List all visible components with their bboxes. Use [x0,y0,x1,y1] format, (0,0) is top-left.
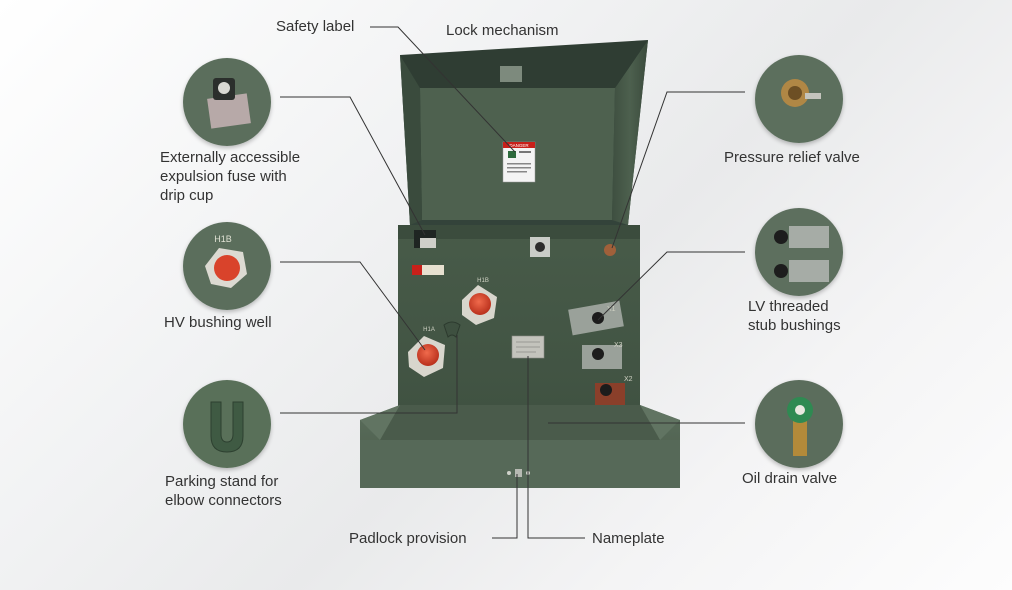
label-expulsion-fuse: Externally accessible expulsion fuse wit… [160,149,301,204]
label-lock-mechanism: Lock mechanism [446,22,559,39]
label-safety-label: Safety label [276,18,355,35]
label-hv-bushing-well: HV bushing well [164,314,272,331]
parking-stand-detail [183,380,271,468]
label-nameplate: Nameplate [592,530,665,547]
label-lv-bushings: LV threaded stub bushings [748,298,841,334]
open-lid [400,40,648,225]
leader-safety-label [370,26,516,153]
padlock-hasp [515,469,522,477]
svg-text:H1B: H1B [214,234,232,244]
svg-text:X2: X2 [624,376,633,383]
expulsion-fuse-detail [183,58,271,146]
hv-bushing-h1a: H1A [408,327,445,377]
svg-text:X3: X3 [614,342,623,349]
lock-hasp [500,66,522,82]
cabinet-panel [398,225,640,435]
leader-parking-stand [280,335,458,414]
svg-text:DANGER: DANGER [509,143,529,148]
nameplate-plate [511,335,545,359]
lv-bushings-detail [755,208,843,296]
leader-fuse [280,96,426,236]
svg-text:H1A: H1A [423,327,435,333]
fuse-holder [414,230,436,248]
cabinet-base [360,405,680,488]
svg-text:X1: X1 [607,306,616,313]
svg-text:H1B: H1B [477,278,489,284]
pressure-relief-fitting [604,244,616,256]
leader-padlock [492,474,518,539]
label-parking-stand: Parking stand for elbow connectors [165,473,282,509]
hv-bushing-detail: H1B [183,222,271,310]
small-warning-label [412,265,444,275]
label-pressure-relief-valve: Pressure relief valve [724,149,860,166]
label-oil-drain-valve: Oil drain valve [742,470,838,487]
label-padlock-provision: Padlock provision [349,530,467,547]
leader-lv-bushings [597,251,745,321]
danger-sign: DANGER [502,141,536,183]
leader-nameplate [527,356,585,539]
leader-hv-bushing [280,261,426,351]
hv-bushing-h1b: H1B [462,278,497,325]
leader-pressure-relief [611,91,745,249]
pressure-relief-detail [755,55,843,143]
oil-drain-detail [755,380,843,468]
parking-stand [443,321,461,338]
